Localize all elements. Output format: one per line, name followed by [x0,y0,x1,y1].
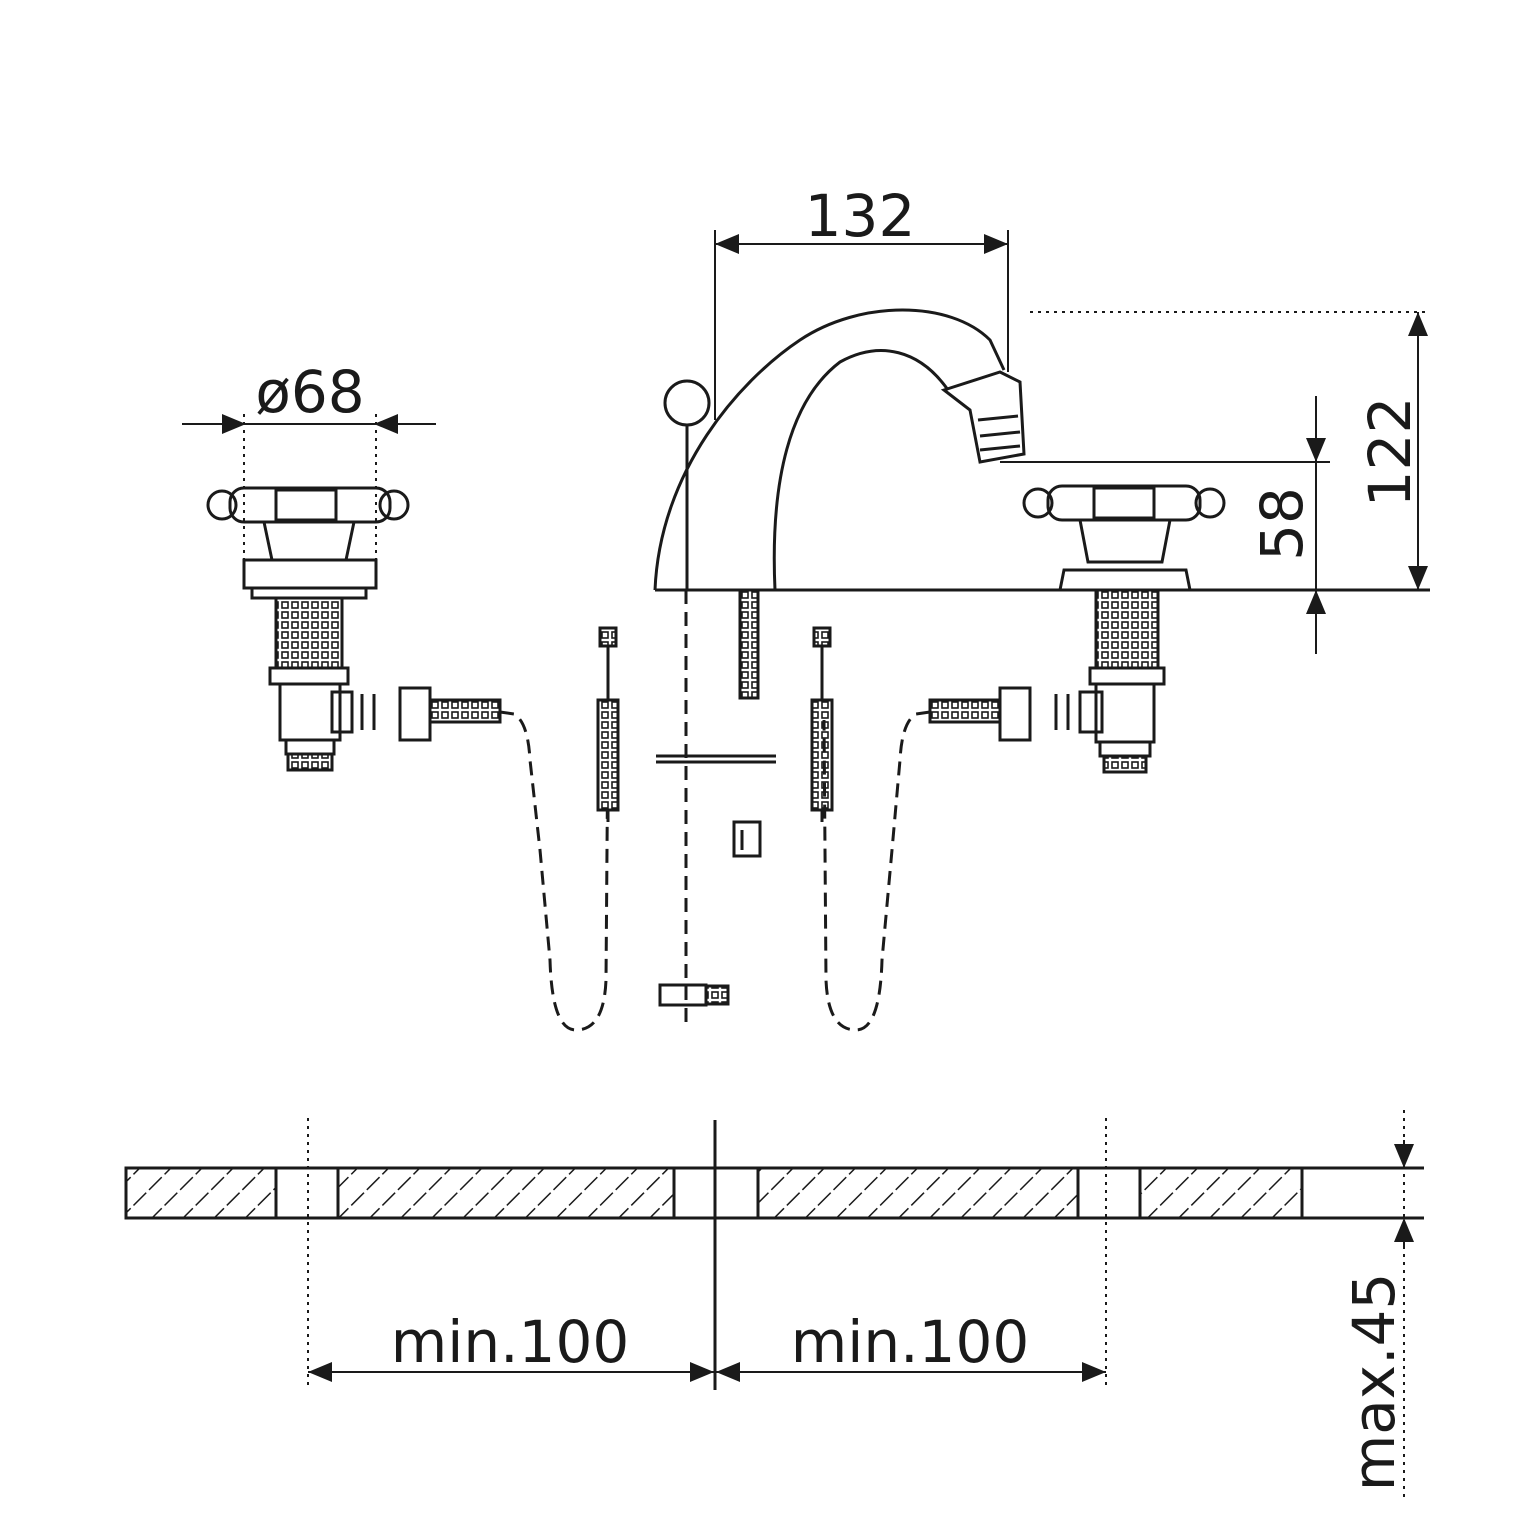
connection-hoses [596,626,834,822]
outlet-height-label: 58 [1248,487,1316,561]
left-handle-valve [182,414,610,1032]
spout-reach-label: 132 [805,182,916,250]
right-spacing-label: min.100 [791,1308,1030,1376]
deck-section [124,1110,1424,1500]
right-handle-valve [822,484,1226,1032]
total-height-label: 122 [1356,397,1424,508]
spout-assembly [653,230,1430,1030]
left-spacing-label: min.100 [391,1308,630,1376]
handle-diameter-label: ø68 [255,358,364,426]
height-dimensions [1306,312,1428,654]
deck-thickness-label: max.45 [1340,1273,1408,1492]
